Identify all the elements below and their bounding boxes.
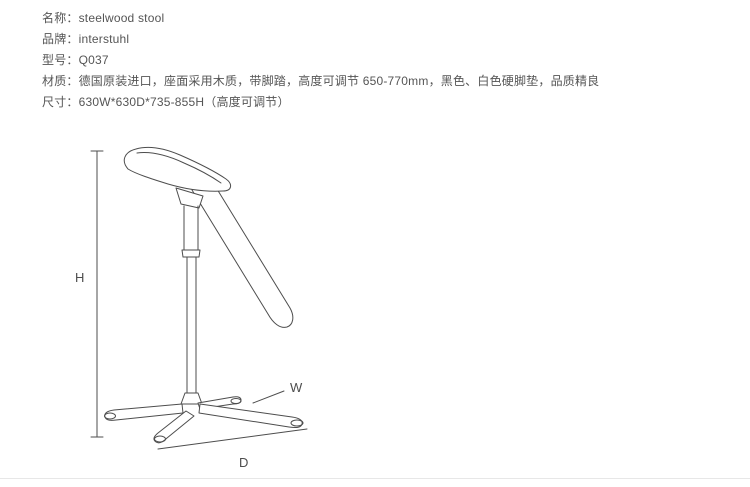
stool-seat-bracket (175, 187, 204, 209)
bottom-divider (0, 478, 750, 479)
depth-dimension-label: D (239, 455, 249, 470)
stool-seat-blade (191, 175, 294, 328)
width-dimension-line (252, 390, 285, 404)
spec-model: 型号：Q037 (42, 53, 109, 67)
stool-base (104, 396, 304, 444)
spec-name: 名称：steelwood stool (42, 11, 165, 25)
spec-brand: 品牌：interstuhl (42, 32, 130, 46)
spec-list: 名称：steelwood stool 品牌：interstuhl 型号：Q037… (42, 8, 732, 113)
spec-size: 尺寸：630W*630D*735-855H（高度可调节） (42, 95, 290, 109)
width-dimension-label: W (290, 380, 303, 395)
depth-dimension-line (157, 428, 308, 450)
stool-seat (123, 146, 231, 192)
height-dimension-line (90, 150, 104, 438)
spec-material: 材质：德国原装进口，座面采用木质，带脚踏，高度可调节 650-770mm，黑色、… (42, 74, 600, 88)
stool-column (180, 205, 203, 405)
height-dimension-label: H (75, 270, 85, 285)
